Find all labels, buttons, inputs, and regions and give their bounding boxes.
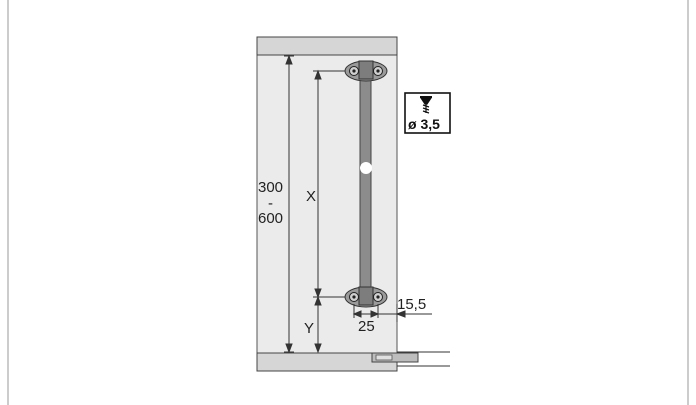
side-panel	[256, 54, 398, 354]
width-dimension-line	[352, 304, 380, 318]
rod-break-mark	[360, 162, 372, 174]
height-max-label: 600	[258, 210, 283, 227]
y-label: Y	[304, 320, 314, 337]
screw-spec-box: ø 3,5	[404, 92, 451, 134]
height-sep-label: -	[268, 195, 273, 212]
offset-label: 15,5	[397, 296, 426, 313]
drawer-runner	[371, 351, 450, 367]
top-bracket	[344, 60, 388, 82]
support-rod	[359, 74, 372, 296]
height-min-label: 300	[258, 179, 283, 196]
screw-size-label: ø 3,5	[408, 116, 440, 132]
height-dimension-line	[284, 54, 294, 354]
offset-dimension-line	[378, 304, 432, 322]
screw-icon	[419, 96, 433, 114]
x-dimension-line	[313, 69, 345, 299]
x-label: X	[306, 188, 316, 205]
top-shelf	[256, 36, 398, 56]
y-dimension-line	[314, 295, 322, 354]
bottom-bracket	[344, 286, 388, 308]
width-label: 25	[358, 318, 375, 335]
